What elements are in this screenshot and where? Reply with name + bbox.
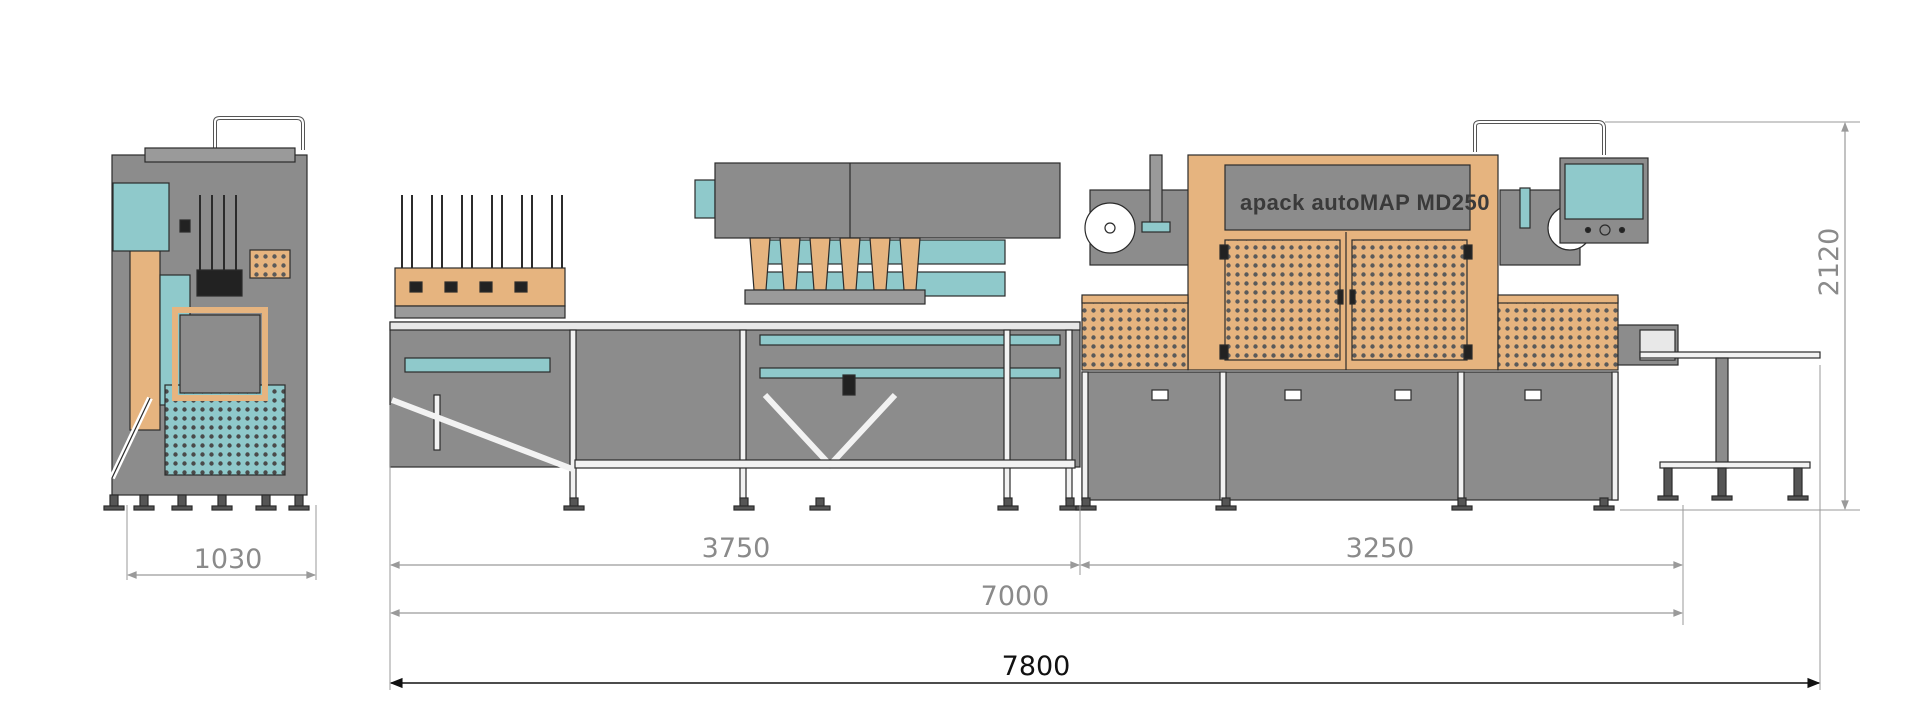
- sealing-machine: apack autoMAP MD250: [1075, 120, 1821, 511]
- dim-total-length: 7800: [1002, 651, 1071, 682]
- dim-combined-length: 7000: [981, 581, 1050, 612]
- dim-infeed-length: 3750: [702, 533, 771, 564]
- dim-side-width: 1030: [194, 544, 263, 575]
- side-view: [103, 116, 310, 511]
- infeed-section: [389, 162, 1081, 511]
- dimension-lines: [126, 121, 1860, 690]
- dim-height: 2120: [1814, 228, 1845, 297]
- brand-label: apack autoMAP MD250: [1240, 190, 1490, 215]
- dim-machine-length: 3250: [1346, 533, 1415, 564]
